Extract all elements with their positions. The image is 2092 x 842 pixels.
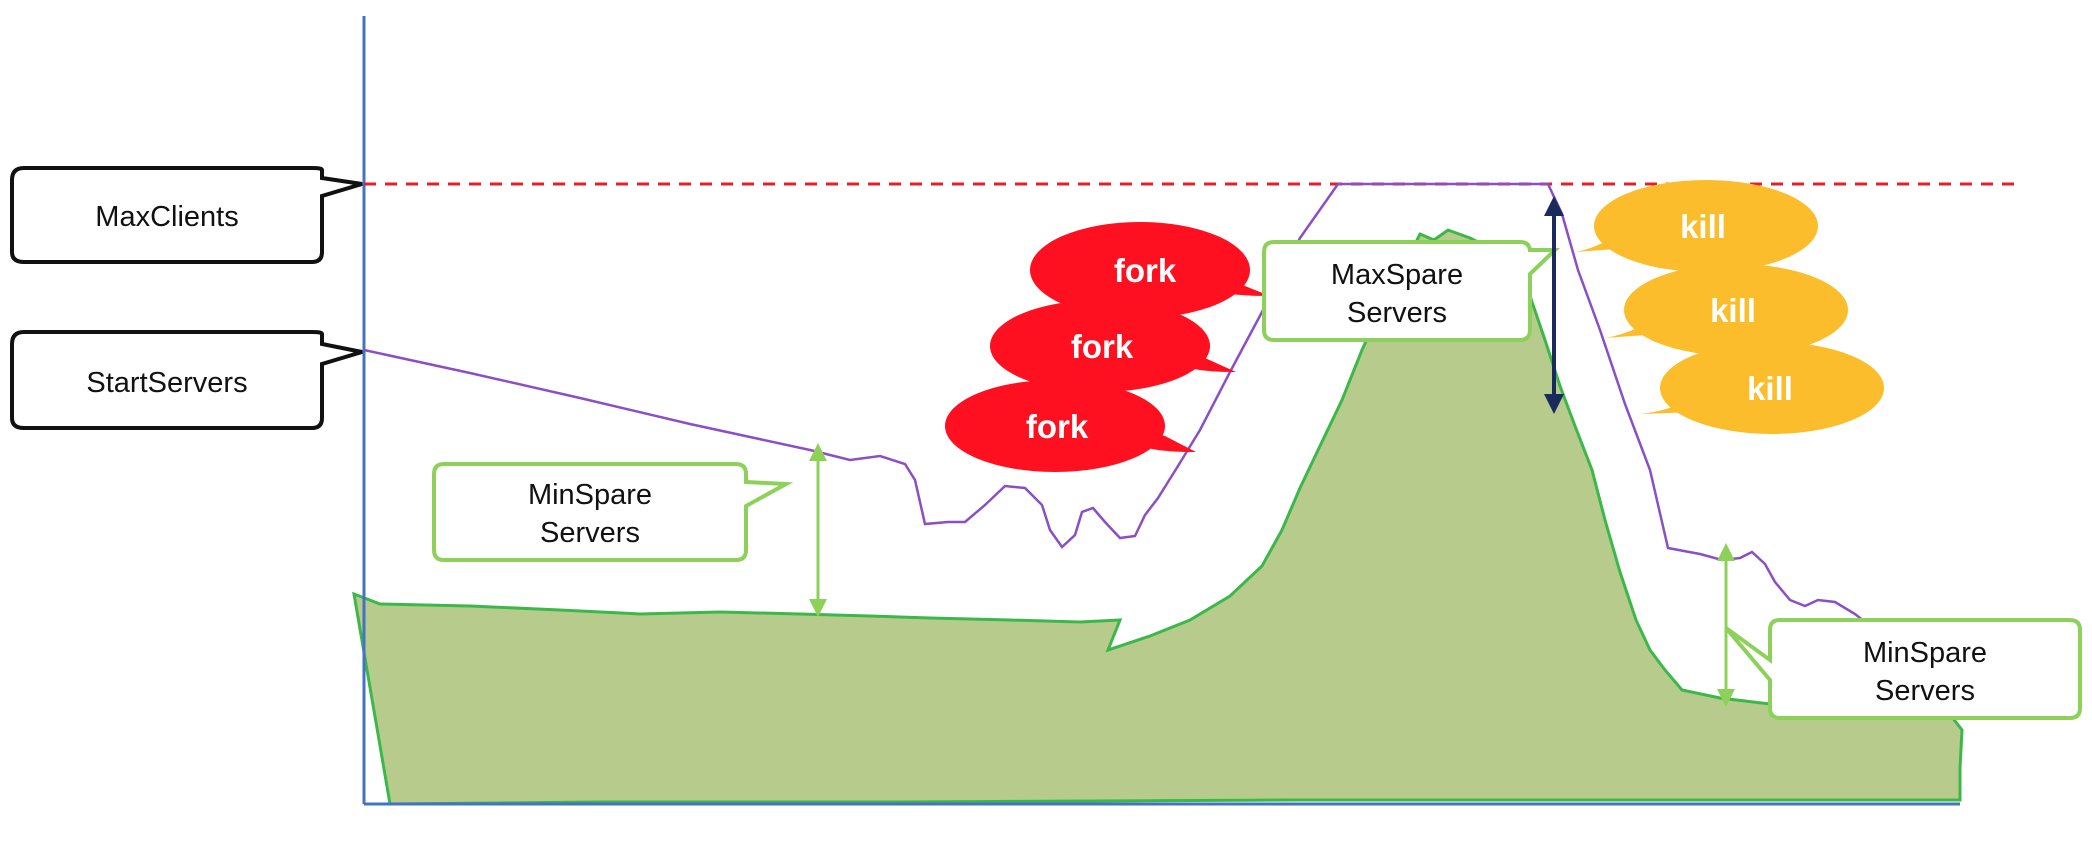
min-spare-right-callout xyxy=(1724,618,2082,720)
min-spare-left-line2: Servers xyxy=(540,517,640,549)
kill-label-1: kill xyxy=(1680,208,1726,245)
start-servers-label: StartServers xyxy=(86,367,247,399)
kill-bubble-1: kill xyxy=(1575,180,1818,272)
max-spare-line1: MaxSpare xyxy=(1331,259,1463,291)
fork-bubble-3: fork xyxy=(945,380,1196,472)
fork-label-2: fork xyxy=(1071,328,1134,365)
kill-label-3: kill xyxy=(1747,370,1793,407)
min-spare-right-line1: MinSpare xyxy=(1863,637,1987,669)
max-clients-label: MaxClients xyxy=(95,201,238,233)
max-clients-callout xyxy=(10,166,363,264)
kill-bubble-2: kill xyxy=(1604,264,1848,356)
min-spare-right-line2: Servers xyxy=(1875,675,1975,707)
kill-bubble-3: kill xyxy=(1640,342,1884,434)
min-spare-left-line1: MinSpare xyxy=(528,479,652,511)
server-count-line xyxy=(363,182,1988,670)
max-spare-callout xyxy=(1262,240,1560,342)
fork-label-3: fork xyxy=(1026,408,1089,445)
min-spare-left-callout xyxy=(432,462,794,562)
max-spare-line2: Servers xyxy=(1347,297,1447,329)
start-servers-callout xyxy=(10,330,363,430)
fork-label-1: fork xyxy=(1114,252,1177,289)
fork-bubble-2: fork xyxy=(990,300,1236,392)
fork-bubble-1: fork xyxy=(1030,222,1270,318)
kill-label-2: kill xyxy=(1710,292,1756,329)
